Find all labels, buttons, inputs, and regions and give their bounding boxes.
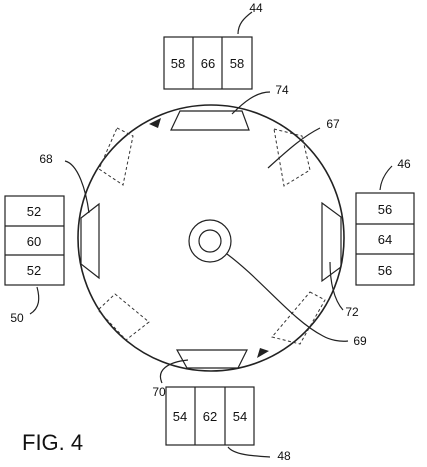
block-left-cell-1: 52	[27, 204, 41, 219]
leader-50	[29, 286, 40, 315]
pad-right	[321, 201, 342, 283]
leader-46	[379, 165, 393, 191]
block-top-cell-3: 58	[230, 56, 244, 71]
ref-48: 48	[277, 449, 291, 463]
figure-label: FIG. 4	[22, 430, 83, 455]
ref-44: 44	[249, 1, 263, 15]
block-left: 52 60 52	[4, 195, 65, 286]
ref-69: 69	[353, 334, 367, 348]
ref-68: 68	[39, 152, 53, 166]
block-bottom-cell-2: 62	[203, 409, 217, 424]
leader-69	[226, 253, 349, 342]
block-left-cell-3: 52	[27, 263, 41, 278]
ref-74: 74	[275, 83, 289, 97]
leader-74	[231, 91, 271, 115]
block-bottom-cell-1: 54	[173, 409, 187, 424]
rotation-arrow-top	[149, 118, 161, 128]
leader-70	[159, 359, 189, 384]
disc	[77, 104, 345, 372]
hub-inner	[198, 229, 222, 253]
ref-50: 50	[10, 311, 24, 325]
ref-46: 46	[397, 157, 411, 171]
block-right: 56 64 56	[355, 192, 415, 286]
leader-67	[267, 127, 321, 169]
block-right-cell-3: 56	[378, 263, 392, 278]
pad-left	[80, 202, 100, 280]
pad-bottom	[175, 349, 248, 369]
pad-top	[170, 110, 250, 131]
block-bottom: 54 62 54	[165, 386, 255, 446]
block-right-cell-2: 64	[378, 232, 392, 247]
block-top: 58 66 58	[163, 36, 253, 90]
leader-44	[237, 11, 253, 35]
rotation-arrow-bottom	[257, 348, 269, 358]
ref-72: 72	[345, 305, 359, 319]
pad-upper-left	[98, 127, 134, 186]
block-right-cell-1: 56	[378, 202, 392, 217]
leader-68	[64, 160, 90, 214]
block-left-cell-2: 60	[27, 234, 41, 249]
pad-upper-right	[273, 128, 311, 187]
block-bottom-cell-3: 54	[233, 409, 247, 424]
block-top-cell-2: 66	[201, 56, 215, 71]
block-top-cell-1: 58	[171, 56, 185, 71]
hub-outer	[188, 219, 232, 263]
ref-67: 67	[326, 117, 340, 131]
leader-72	[329, 261, 344, 311]
pad-lower-left	[97, 293, 150, 341]
pad-lower-right	[271, 291, 326, 345]
leader-48	[227, 446, 271, 458]
ref-70: 70	[152, 385, 166, 399]
